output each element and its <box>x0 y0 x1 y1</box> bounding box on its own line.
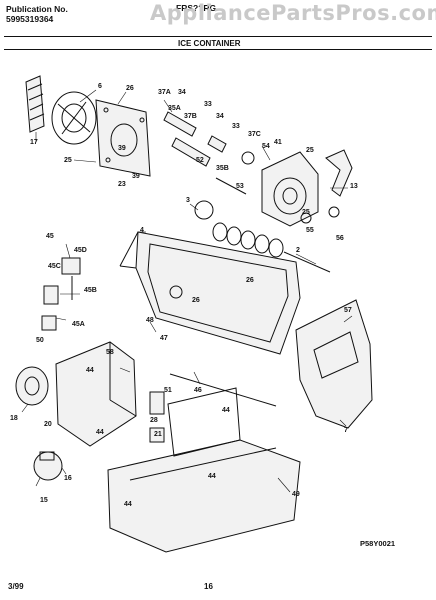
callout-label: 50 <box>36 337 44 344</box>
auger-wheel-part <box>51 91 97 145</box>
callout-label: 45 <box>46 233 54 240</box>
callout-label: 26 <box>126 85 134 92</box>
callout-label: 49 <box>292 491 300 498</box>
callout-label: 44 <box>124 501 132 508</box>
callout-label: 46 <box>194 387 202 394</box>
publication-label-block: Publication No. 5995319364 <box>6 4 68 24</box>
drive-motor-part <box>15 366 49 406</box>
callout-label: 35B <box>216 165 229 172</box>
motor-bracket-part <box>55 341 137 447</box>
callout-label: 48 <box>146 317 154 324</box>
callout-label: 25 <box>302 209 310 216</box>
callout-label: 37A <box>158 89 171 96</box>
callout-label: 45B <box>84 287 97 294</box>
callout-label: 34 <box>178 89 186 96</box>
cam-linkage-part <box>163 111 247 195</box>
auger-coil-part <box>194 200 331 273</box>
callout-label: 23 <box>118 181 126 188</box>
watermark: AppliancePartsPros.com <box>150 1 436 25</box>
callout-label: 34 <box>216 113 224 120</box>
callout-label: 2 <box>296 247 300 254</box>
solenoid-part <box>149 373 277 443</box>
callout-label: 45D <box>74 247 87 254</box>
callout-label: 44 <box>86 367 94 374</box>
dispenser-chute-part <box>295 299 373 429</box>
washer-parts <box>241 151 340 224</box>
callout-label: 55 <box>306 227 314 234</box>
callout-label: 56 <box>336 235 344 242</box>
callout-label: 18 <box>10 415 18 422</box>
callout-label: 20 <box>44 421 52 428</box>
footer-date: 3/99 <box>8 582 24 591</box>
callout-label: 44 <box>208 473 216 480</box>
lamp-bulb-part <box>33 451 63 481</box>
callout-label: 28 <box>150 417 158 424</box>
header-rule-bottom <box>4 49 432 50</box>
diagram-id: P58Y0021 <box>360 539 396 548</box>
callout-label: 52 <box>196 157 204 164</box>
ice-container-part <box>119 231 301 355</box>
footer-page-number: 16 <box>204 582 213 591</box>
publication-label: Publication No. <box>6 4 68 14</box>
callout-label: 21 <box>154 431 162 438</box>
callout-label: 26 <box>192 297 200 304</box>
callout-label: 44 <box>222 407 230 414</box>
callout-label: 25 <box>306 147 314 154</box>
callout-label: 35A <box>168 105 181 112</box>
crusher-housing-part <box>261 151 319 227</box>
section-title: ICE CONTAINER <box>178 39 241 48</box>
callout-label: 37B <box>184 113 197 120</box>
callout-label: 47 <box>160 335 168 342</box>
motor-plate-part <box>95 99 151 177</box>
callout-label: 25 <box>64 157 72 164</box>
callout-label: 7 <box>344 427 348 434</box>
callout-label: 44 <box>96 429 104 436</box>
callout-label: 53 <box>236 183 244 190</box>
callout-label: 15 <box>40 497 48 504</box>
actuator-arm-part <box>325 149 353 197</box>
callout-label: 54 <box>262 143 270 150</box>
callout-label: 6 <box>98 83 102 90</box>
header-rule-top <box>4 36 432 37</box>
callout-label: 3 <box>186 197 190 204</box>
grille-part <box>25 75 45 133</box>
callout-label: 37C <box>248 131 261 138</box>
callout-label: 39 <box>118 145 126 152</box>
model-number: FRS??RG <box>176 3 217 13</box>
callout-label: 39 <box>132 173 140 180</box>
switch-block-part <box>41 257 81 331</box>
callout-label: 57 <box>344 307 352 314</box>
callout-label: 16 <box>64 475 72 482</box>
callout-label: 51 <box>164 387 172 394</box>
callout-label: 26 <box>246 277 254 284</box>
callout-label: 33 <box>232 123 240 130</box>
callout-label: 45A <box>72 321 85 328</box>
lower-housing-part <box>107 387 301 553</box>
callout-label: 33 <box>204 101 212 108</box>
callout-label: 41 <box>274 139 282 146</box>
publication-number: 5995319364 <box>6 14 54 24</box>
callout-label: 17 <box>30 139 38 146</box>
leader-lines <box>21 89 353 493</box>
callout-label: 45C <box>48 263 61 270</box>
callout-label: 13 <box>350 183 358 190</box>
callout-label: 58 <box>106 349 114 356</box>
callout-label: 4 <box>140 227 144 234</box>
